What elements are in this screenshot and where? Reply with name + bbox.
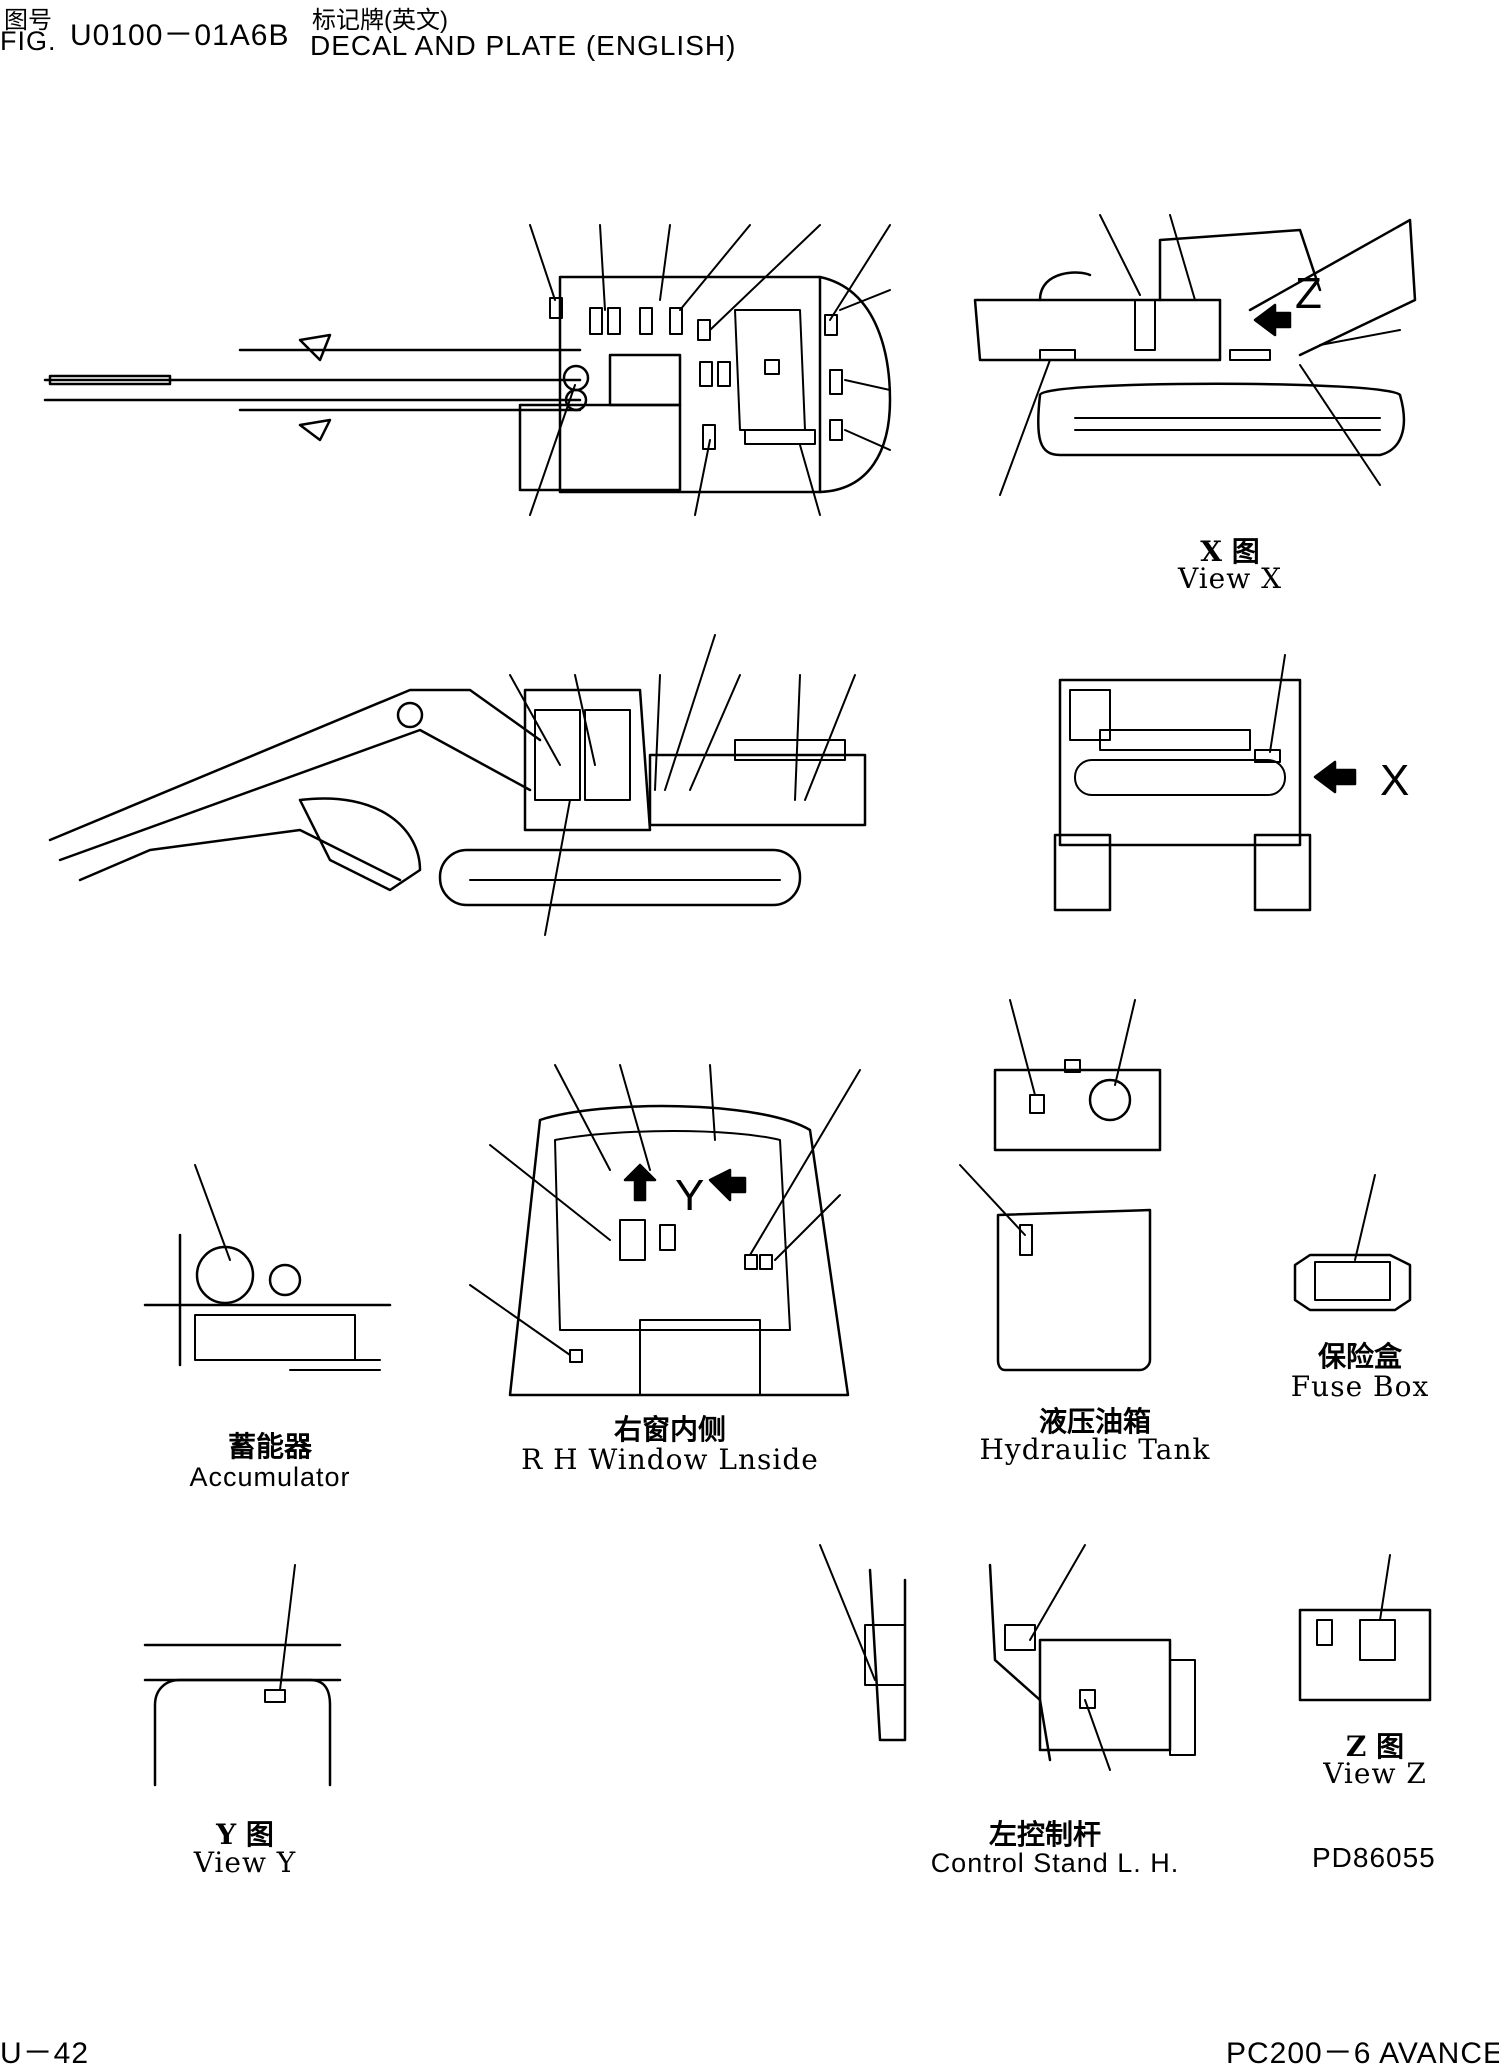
view-x-drawing: Z xyxy=(973,214,1417,496)
hydraulic-tank-caption-en: Hydraulic Tank xyxy=(979,1433,1211,1466)
drawing-number: PD86055 xyxy=(1312,1842,1436,1873)
fig-label-en: FIG. xyxy=(0,26,57,56)
view-x-caption-cn: X 图 xyxy=(1200,535,1260,568)
rh-window-caption-en: R H Window Lnside xyxy=(521,1443,819,1476)
rh-window-drawing: Y xyxy=(469,1064,861,1397)
control-stand-caption-cn: 左控制杆 xyxy=(988,1818,1101,1851)
excavator-top-view xyxy=(43,224,892,516)
fig-label-cn: 图号 xyxy=(4,7,52,34)
view-y-caption-cn: Y 图 xyxy=(216,1818,274,1851)
accumulator-caption-en: Accumulator xyxy=(189,1462,351,1492)
view-y-caption-en: View Y xyxy=(193,1846,297,1879)
figure-code: U0100－01A6B xyxy=(70,19,290,52)
view-x-caption-en: View X xyxy=(1177,562,1283,595)
title-cn: 标记牌(英文) xyxy=(312,7,448,34)
fuse-box-caption-cn: 保险盒 xyxy=(1317,1340,1402,1373)
view-z-caption-cn: Z 图 xyxy=(1345,1730,1405,1763)
fuse-box-drawing xyxy=(1293,1174,1412,1312)
view-z-caption-en: View Z xyxy=(1323,1757,1427,1790)
hydraulic-tank-caption-cn: 液压油箱 xyxy=(1038,1405,1151,1438)
hydraulic-tank-drawing xyxy=(959,999,1162,1372)
rear-view-drawing: X xyxy=(1053,654,1409,912)
view-y-drawing xyxy=(143,1564,342,1787)
marker-y: Y xyxy=(675,1171,704,1220)
fuse-box-caption-en: Fuse Box xyxy=(1290,1370,1430,1403)
control-stand-drawing xyxy=(819,1544,1196,1771)
view-z-drawing xyxy=(1298,1554,1432,1702)
marker-z: Z xyxy=(1295,269,1322,318)
marker-x: X xyxy=(1380,756,1409,805)
page-number: U－42 xyxy=(0,2037,90,2070)
model-name: PC200－6 AVANCE xyxy=(1226,2037,1499,2070)
accumulator-caption-cn: 蓄能器 xyxy=(227,1430,312,1463)
accumulator-drawing xyxy=(143,1164,392,1371)
control-stand-caption-en: Control Stand L. H. xyxy=(930,1848,1180,1878)
excavator-side-view xyxy=(48,634,867,936)
title-en: DECAL AND PLATE (ENGLISH) xyxy=(310,30,737,61)
rh-window-caption-cn: 右窗内侧 xyxy=(613,1413,726,1446)
